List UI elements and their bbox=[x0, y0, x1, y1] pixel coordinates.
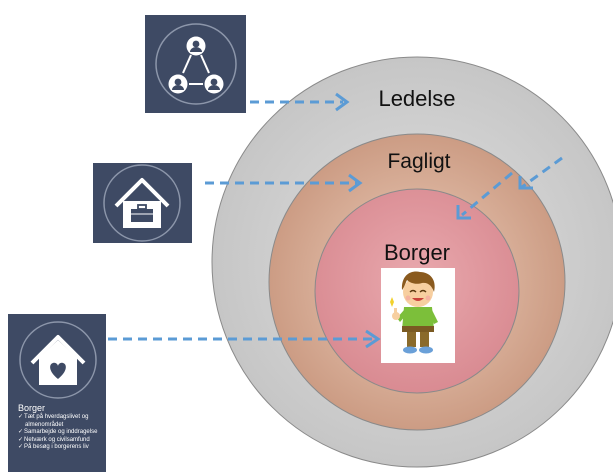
list-item: almenområdet bbox=[25, 421, 64, 428]
arrows bbox=[108, 100, 563, 341]
house-heart-icon bbox=[30, 335, 86, 385]
ledelse-label: Ledelse bbox=[378, 86, 455, 111]
citizen-card-list: ✓Tæt på hverdagslivet og almenområdet ✓S… bbox=[18, 414, 97, 452]
house-briefcase-icon bbox=[114, 178, 170, 228]
citizen-card bbox=[8, 314, 106, 472]
citizen-card-title: Borger bbox=[18, 403, 46, 413]
list-item: ✓På besøg i borgerens liv bbox=[18, 444, 89, 451]
list-item: ✓Tæt på hverdagslivet og bbox=[18, 414, 89, 420]
network-card bbox=[145, 15, 246, 113]
workplace-card bbox=[93, 163, 192, 243]
arrow-diagonal-2 bbox=[461, 171, 513, 217]
list-item: ✓Samarbejde og inddragelse bbox=[18, 429, 98, 436]
borger-label: Borger bbox=[384, 240, 450, 265]
fagligt-label: Fagligt bbox=[387, 150, 450, 173]
people-network-icon bbox=[168, 36, 224, 94]
arrow-diagonal-1 bbox=[521, 156, 563, 189]
arrowheads bbox=[335, 92, 533, 349]
list-item: ✓Netværk og civilsamfund bbox=[18, 436, 90, 443]
child-thumbs-up-illustration bbox=[381, 268, 455, 363]
